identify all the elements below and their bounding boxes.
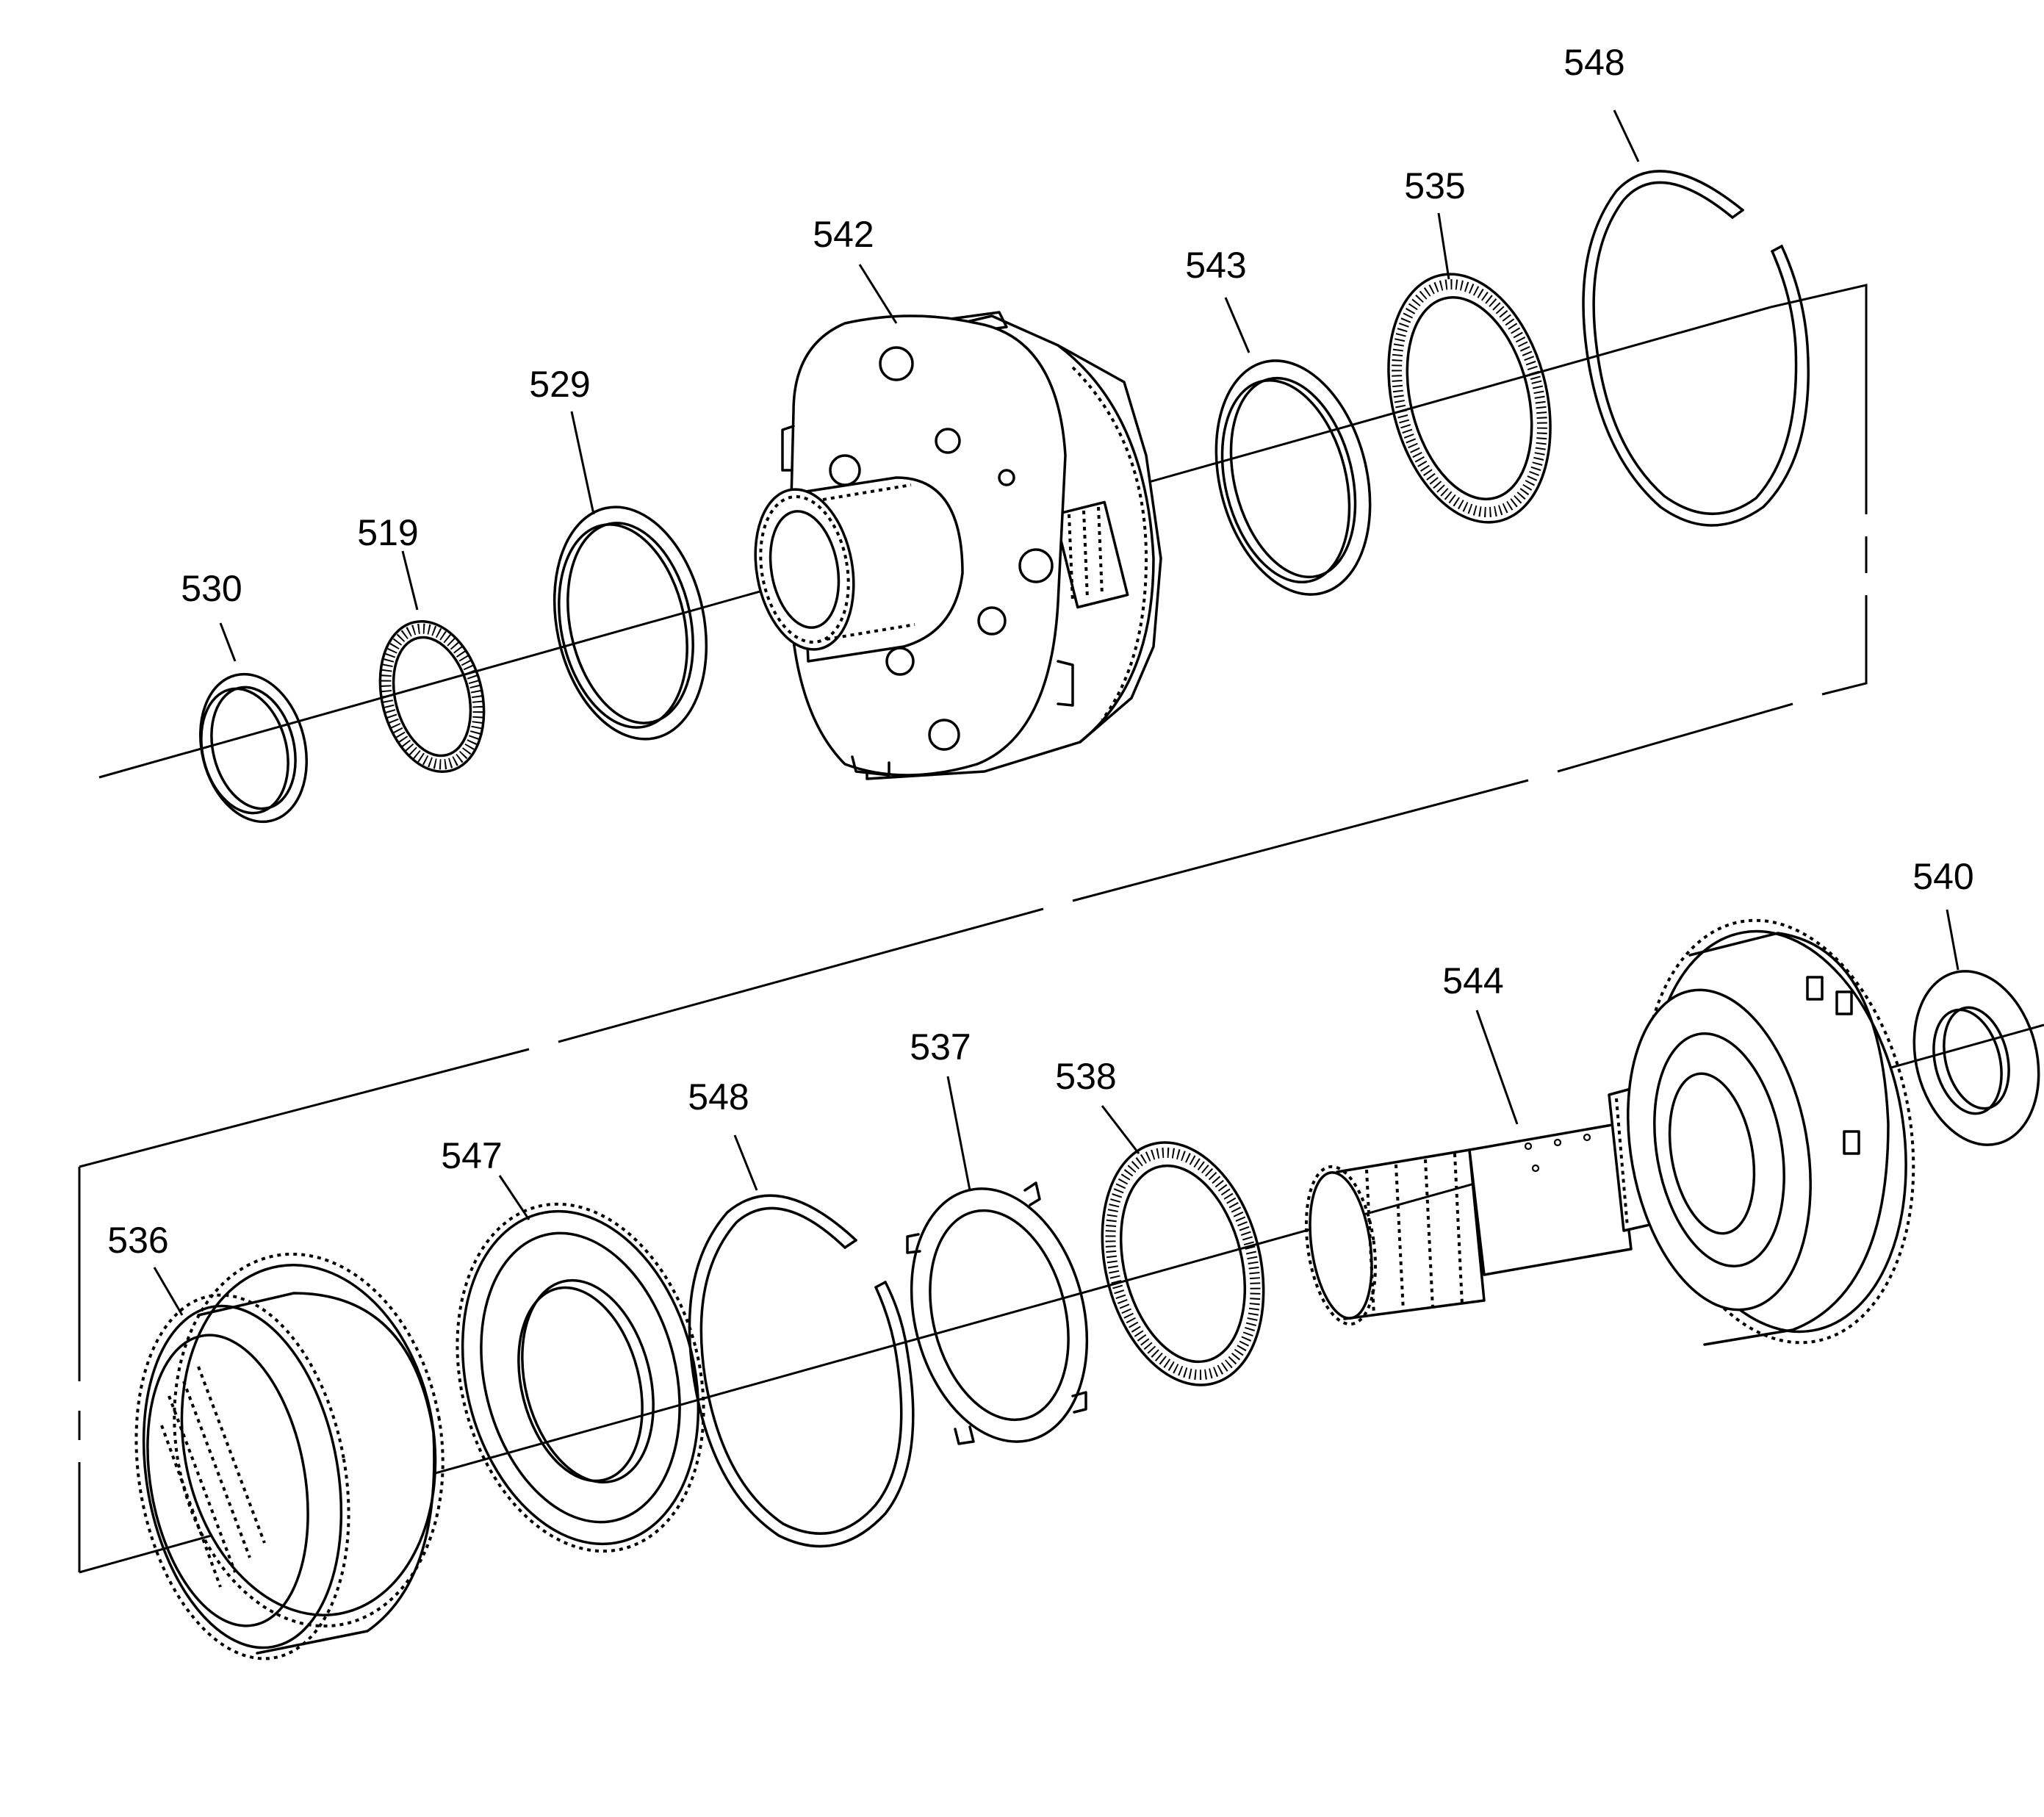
callout-548-bottom: 548 xyxy=(688,1076,749,1118)
callout-542: 542 xyxy=(813,214,874,255)
part-548-snap-ring-bottom xyxy=(688,1194,915,1548)
callout-544: 544 xyxy=(1442,960,1503,1001)
callout-labels: 548 535 542 543 529 519 530 540 544 537 … xyxy=(107,42,1973,1261)
leader-lines xyxy=(153,109,1960,1316)
part-535-bearing xyxy=(1387,273,1552,524)
callout-519: 519 xyxy=(357,512,418,553)
part-542-planetary-carrier xyxy=(754,311,1162,780)
callout-547: 547 xyxy=(441,1135,502,1176)
part-548-snap-ring-top xyxy=(1582,170,1810,527)
callout-536: 536 xyxy=(107,1220,168,1261)
callout-538: 538 xyxy=(1055,1056,1116,1097)
callout-540: 540 xyxy=(1912,856,1973,897)
part-529-washer xyxy=(553,505,708,741)
callout-529: 529 xyxy=(529,364,590,405)
part-538-bearing xyxy=(1101,1141,1265,1386)
part-536-ring-gear xyxy=(134,1252,445,1661)
part-530-thrust-washer xyxy=(198,672,309,824)
part-519-bearing xyxy=(378,620,486,773)
part-540-washer xyxy=(1912,970,2040,1146)
callout-537: 537 xyxy=(910,1026,971,1068)
part-547-clutch-plate xyxy=(456,1202,705,1553)
callout-535: 535 xyxy=(1404,165,1465,206)
callout-543: 543 xyxy=(1185,245,1246,286)
part-544-output-shaft xyxy=(1304,918,1915,1346)
callout-548-top: 548 xyxy=(1563,42,1624,83)
callout-530: 530 xyxy=(181,568,242,609)
part-537-tabbed-thrust-plate xyxy=(906,1181,1089,1445)
part-543-washer xyxy=(1214,359,1372,596)
